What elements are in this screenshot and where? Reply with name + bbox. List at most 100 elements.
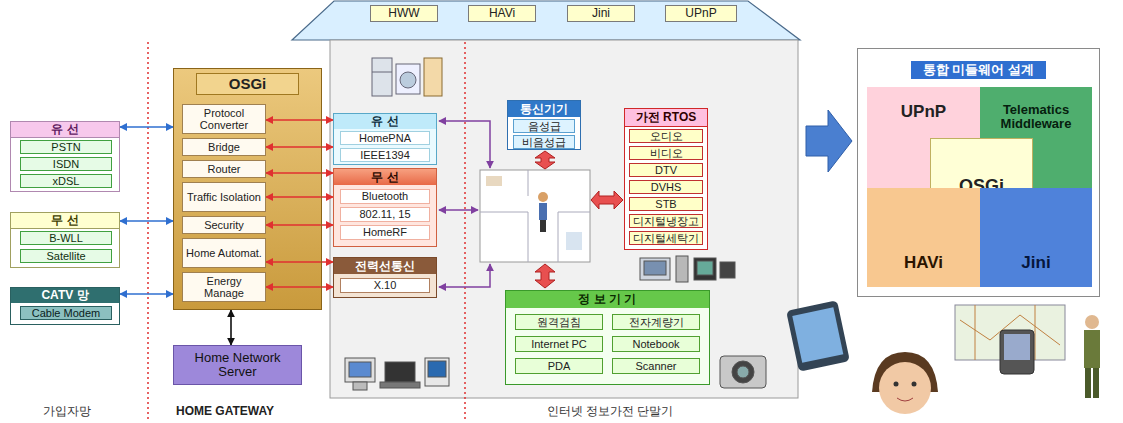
device-item: 전자계량기 bbox=[612, 314, 700, 330]
group-heading: OSGi bbox=[196, 73, 299, 95]
item-label: Energy Manage bbox=[186, 275, 262, 299]
section-label: 인터넷 정보가전 단말기 bbox=[515, 404, 705, 418]
item-label: STB bbox=[655, 198, 676, 210]
item-label: HomeRF bbox=[363, 226, 407, 238]
group-heading: 전력선통신 bbox=[334, 258, 436, 274]
connector-arrow bbox=[266, 172, 333, 174]
device-icons bbox=[676, 256, 688, 282]
group-heading: 무 선 bbox=[334, 169, 436, 185]
item-label: Telematics Middleware bbox=[983, 103, 1089, 132]
home-network-group: 전력선통신 X.10 bbox=[333, 257, 437, 298]
item-label: HAVi bbox=[489, 7, 515, 20]
section-label: 가입자망 bbox=[22, 404, 112, 418]
group-heading: 통합 미들웨어 설계 bbox=[911, 61, 1046, 79]
item-label: Jini bbox=[592, 7, 610, 20]
usage-pictures bbox=[786, 300, 850, 371]
computer-icons bbox=[380, 382, 420, 388]
usage-pictures bbox=[1000, 330, 1034, 374]
computer-icons bbox=[425, 358, 449, 386]
divider-line bbox=[147, 42, 149, 420]
computer-icons bbox=[353, 382, 367, 390]
flow-arrow bbox=[535, 264, 555, 288]
usage-pictures bbox=[786, 300, 850, 371]
usage-pictures bbox=[1085, 368, 1091, 398]
appliance-icons bbox=[372, 72, 392, 73]
network-item: Cable Modem bbox=[20, 306, 112, 320]
device-item: 음성급 bbox=[513, 119, 575, 133]
standard-box: HAVi bbox=[468, 5, 536, 22]
connector-arrow bbox=[120, 220, 173, 222]
usage-pictures bbox=[897, 398, 913, 401]
item-label: 비음성급 bbox=[522, 136, 566, 148]
network-group: 무 선B-WLLSatellite bbox=[10, 212, 120, 268]
flow-arrow bbox=[535, 151, 555, 169]
media-line bbox=[439, 264, 490, 287]
middleware-panel: 통합 미들웨어 설계UPnPTelematics MiddlewareOSGiH… bbox=[857, 48, 1100, 297]
usage-pictures bbox=[1004, 334, 1030, 360]
house-outline bbox=[292, 1, 800, 40]
item-label: 전자계량기 bbox=[629, 316, 684, 328]
function-box: Bridge bbox=[182, 138, 266, 156]
device-icons bbox=[640, 258, 670, 280]
group-heading: CATV 망 bbox=[11, 288, 119, 303]
floor-plan bbox=[539, 203, 547, 220]
device-group: 정 보 기 기원격검침전자계량기Internet PCNotebookPDASc… bbox=[505, 290, 710, 385]
device-item: 비디오 bbox=[629, 146, 703, 160]
item-label: Cable Modem bbox=[32, 307, 100, 319]
item-label: 오디오 bbox=[650, 130, 683, 142]
item-label: Security bbox=[204, 219, 244, 231]
computer-icons bbox=[345, 358, 449, 390]
function-box: Router bbox=[182, 160, 266, 178]
item-label: X.10 bbox=[374, 279, 397, 291]
device-group: 통신기기음성급비음성급 bbox=[507, 100, 581, 150]
device-item: 오디오 bbox=[629, 129, 703, 143]
house-outline bbox=[330, 40, 798, 398]
device-item: DTV bbox=[629, 163, 703, 177]
device-icons bbox=[694, 258, 716, 280]
middleware-block: HAVi bbox=[867, 188, 980, 287]
gateway-fill bbox=[173, 68, 322, 310]
home-network-group: 유 선HomePNAIEEE1394 bbox=[333, 113, 437, 165]
computer-icons bbox=[349, 362, 371, 377]
gateway-box: OSGiProtocol ConverterBridgeRouterTraffi… bbox=[173, 68, 322, 310]
floor-plan bbox=[480, 170, 590, 262]
usage-pictures bbox=[792, 307, 843, 363]
home-network-item: IEEE1394 bbox=[340, 148, 430, 162]
home-network-item: Bluetooth bbox=[340, 189, 430, 204]
item-label: IEEE1394 bbox=[360, 149, 410, 161]
network-item: xDSL bbox=[20, 174, 112, 188]
network-group: CATV 망 Cable Modem bbox=[10, 287, 120, 325]
item-label: Home Automat. bbox=[186, 247, 262, 259]
item-label: Protocol Converter bbox=[186, 107, 262, 131]
connector-arrow bbox=[120, 293, 173, 295]
connector-arrow bbox=[266, 224, 333, 226]
usage-pictures bbox=[786, 300, 1100, 414]
server-box: Home Network Server bbox=[173, 345, 302, 385]
item-label: Notebook bbox=[632, 338, 679, 350]
function-box: Traffic Isolation bbox=[182, 182, 266, 212]
item-label: 802.11, 15 bbox=[359, 208, 410, 220]
function-box: Energy Manage bbox=[182, 272, 266, 302]
item-label: HAVi bbox=[904, 254, 943, 273]
connector-arrow bbox=[266, 261, 333, 263]
usage-pictures bbox=[1084, 330, 1100, 368]
group-heading: 통신기기 bbox=[508, 101, 580, 117]
floor-plan bbox=[480, 170, 590, 262]
network-item: ISDN bbox=[20, 157, 112, 171]
media-line bbox=[439, 209, 478, 211]
connector-arrow bbox=[120, 126, 173, 128]
item-label: Internet PC bbox=[531, 338, 587, 350]
item-label: PDA bbox=[548, 360, 571, 372]
function-box: Security bbox=[182, 216, 266, 234]
standard-box: UPnP bbox=[665, 5, 737, 22]
appliance-icons bbox=[372, 58, 442, 96]
camera-icon bbox=[732, 361, 754, 383]
house-outline bbox=[292, 1, 800, 398]
item-label: DVHS bbox=[651, 181, 682, 193]
device-icons bbox=[644, 261, 666, 275]
camera-icon bbox=[720, 356, 766, 388]
item-label: UPnP bbox=[901, 103, 946, 122]
item-label: HWW bbox=[388, 7, 419, 20]
section-label: HOME GATEWAY bbox=[160, 404, 290, 418]
device-icons bbox=[720, 262, 735, 278]
